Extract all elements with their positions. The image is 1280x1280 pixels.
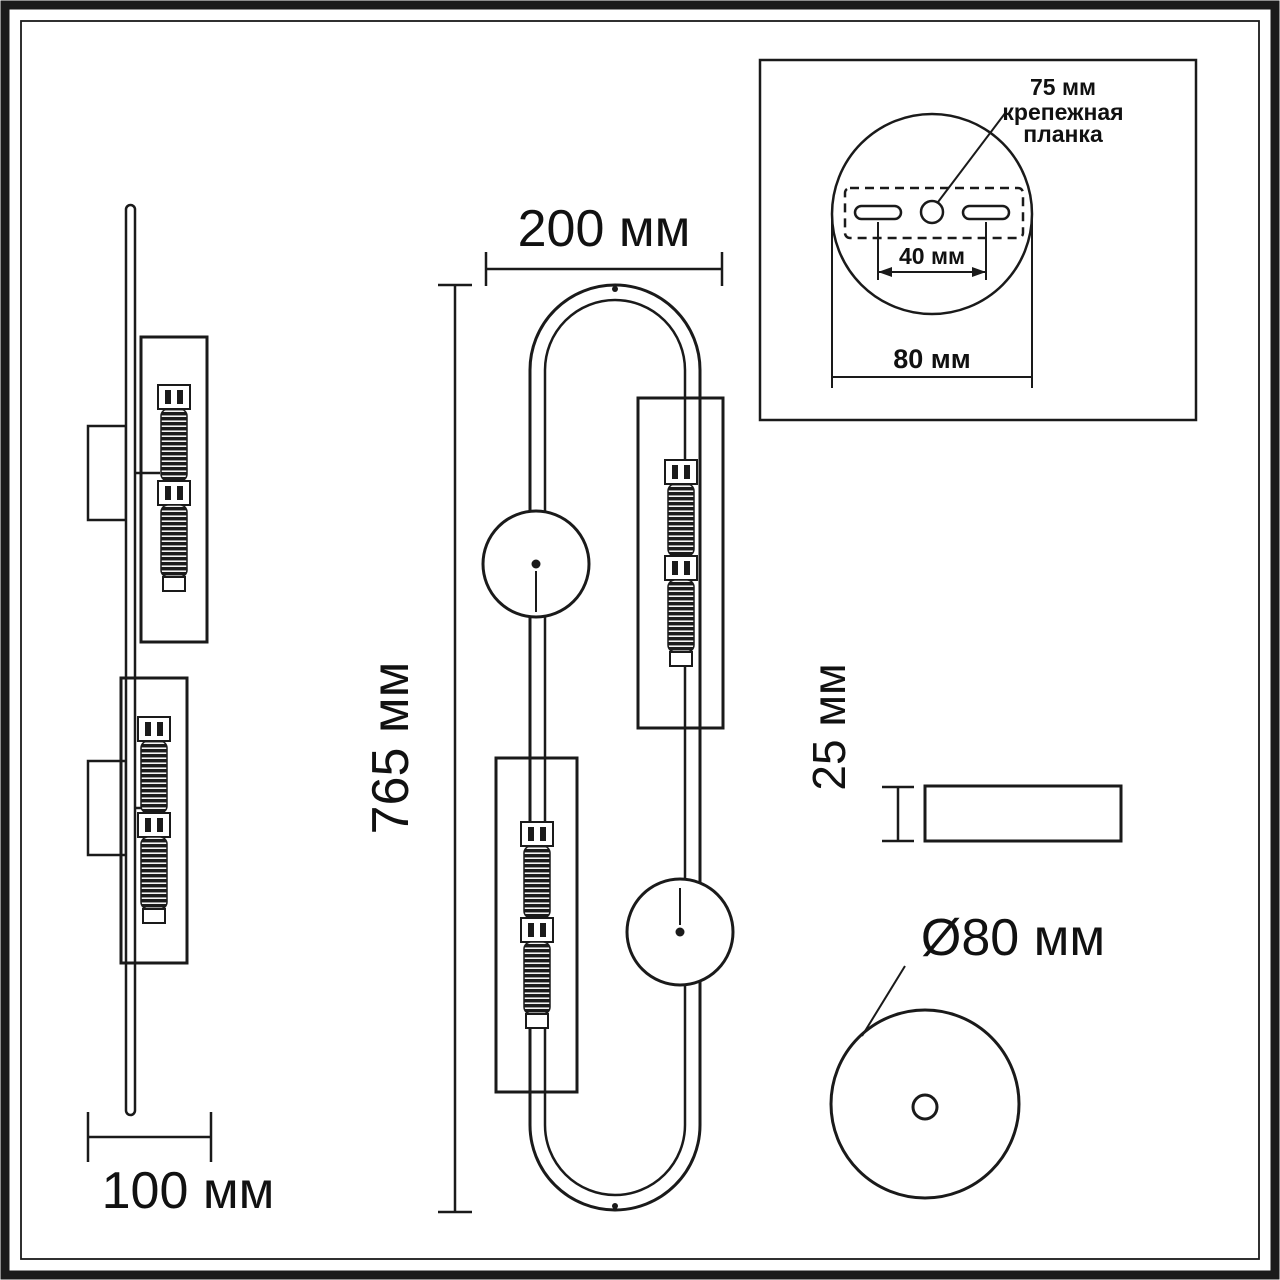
arrow-left [878, 267, 892, 277]
wall-disc-upper-center [531, 559, 541, 569]
front-bulb-upper [664, 459, 698, 667]
wall-disc-lower-center [675, 927, 685, 937]
inset-box [758, 58, 1198, 422]
front-shade-lower [494, 756, 579, 1094]
bracket-size-label: 75 мм [1030, 74, 1096, 100]
wall-disc-lower [625, 877, 735, 987]
dimension-plate-width: 80 мм [831, 218, 1033, 388]
bracket-leader-line [937, 111, 1007, 203]
front-view: 200 мм 765 мм [362, 200, 735, 1214]
tube-seam-top [612, 286, 618, 292]
mounting-plate-inset: 75 мм крепежная планка 40 мм 80 мм [758, 58, 1198, 422]
plate-side-view: 25 мм [803, 663, 1123, 843]
bracket-label-line1: крепежная [1002, 99, 1123, 125]
bracket-label-line2: планка [1023, 121, 1103, 147]
base-circle [830, 112, 1034, 316]
side-shade-lower [119, 676, 189, 965]
diameter-leader-line [861, 965, 906, 1037]
dimension-side-depth: 100 мм [86, 1112, 275, 1220]
front-shade-upper [636, 396, 725, 730]
side-view: 100 мм [86, 203, 275, 1220]
mount-center-hole [919, 199, 945, 225]
side-wall-cup-upper [86, 424, 128, 522]
plate-thickness-label: 25 мм [803, 663, 855, 790]
plate-side-outline [923, 784, 1123, 843]
tube-outer-outline [528, 283, 702, 1212]
side-bulb-upper [157, 384, 191, 592]
base-outline-circle [829, 1008, 1021, 1200]
dimension-front-height: 765 мм [362, 283, 472, 1214]
mount-slot-right [961, 204, 1011, 221]
side-backplate [124, 203, 137, 1117]
base-diameter-label: Ø80 мм [921, 909, 1105, 967]
tube-seam-bottom [612, 1203, 618, 1209]
base-front-view: Ø80 мм [829, 909, 1105, 1200]
wall-disc-upper [481, 509, 591, 619]
mounting-bracket-dashed [843, 186, 1025, 240]
arrow-right [972, 267, 986, 277]
dimension-slot-spacing: 40 мм [877, 222, 987, 280]
slot-spacing-label: 40 мм [899, 243, 965, 269]
front-bulb-lower [520, 821, 554, 1029]
side-shade-upper [139, 335, 209, 644]
base-center-hole [911, 1093, 939, 1121]
plate-width-label: 80 мм [893, 344, 970, 374]
front-width-label: 200 мм [518, 200, 691, 258]
tube-inner-outline [543, 298, 687, 1197]
side-bulb-lower [137, 716, 171, 924]
inner-frame-border [20, 20, 1260, 1260]
mount-slot-left [853, 204, 903, 221]
side-depth-label: 100 мм [102, 1162, 275, 1220]
dimension-front-width: 200 мм [484, 200, 724, 286]
front-height-label: 765 мм [362, 662, 420, 835]
